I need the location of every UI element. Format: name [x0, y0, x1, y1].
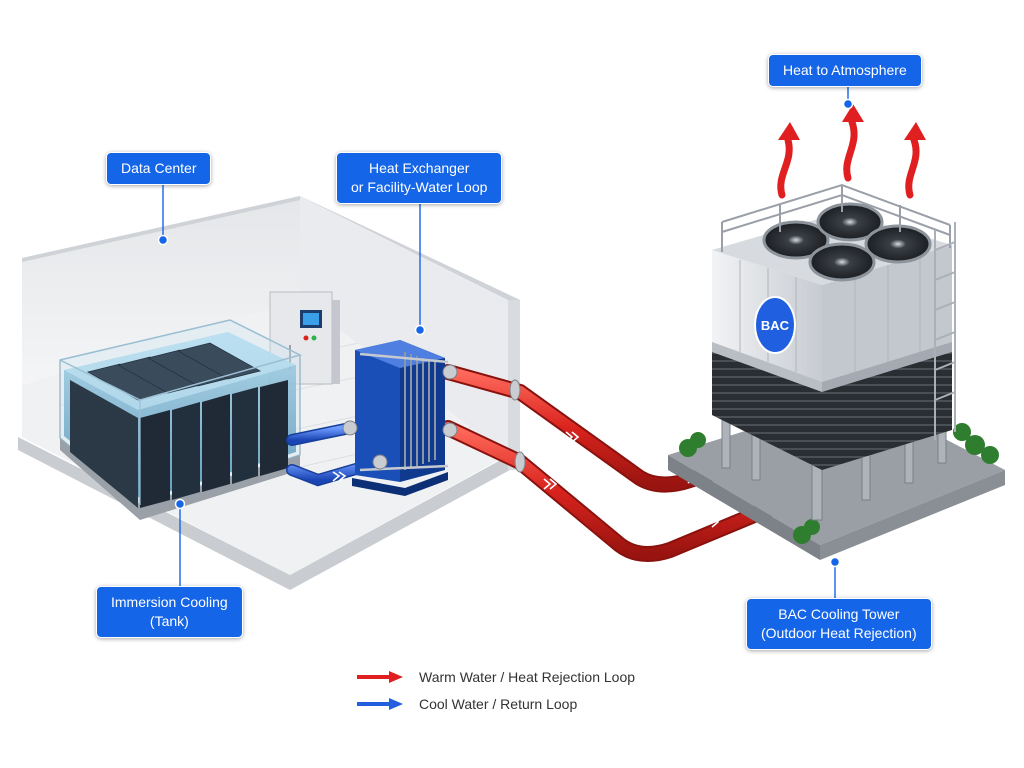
heat-to-atmosphere-label: Heat to Atmosphere: [768, 54, 922, 87]
bac-logo: BAC: [754, 296, 796, 354]
heat-exchanger: [342, 340, 458, 496]
server-racks: [70, 380, 288, 508]
immersion-tank: [59, 319, 303, 520]
cooling-tower-label: BAC Cooling Tower (Outdoor Heat Rejectio…: [746, 598, 932, 650]
immersion-cooling-label: Immersion Cooling (Tank): [96, 586, 243, 638]
callout-leaders: [162, 85, 849, 598]
blue-arrow-icon: [357, 698, 403, 710]
legend-label-cool: Cool Water / Return Loop: [419, 696, 578, 712]
cooling-tower: BAC: [668, 183, 1005, 560]
red-arrow-icon: [357, 671, 403, 683]
legend-item-warm: Warm Water / Heat Rejection Loop: [355, 669, 635, 685]
heat-exchanger-label: Heat Exchanger or Facility-Water Loop: [336, 152, 503, 204]
legend-label-warm: Warm Water / Heat Rejection Loop: [419, 669, 636, 685]
tower-fans: [762, 202, 932, 282]
svg-text:BAC: BAC: [761, 318, 790, 333]
data-center-label: Data Center: [106, 152, 212, 185]
legend-item-cool: Cool Water / Return Loop: [355, 696, 577, 712]
heat-rising-arrows: [777, 118, 920, 199]
